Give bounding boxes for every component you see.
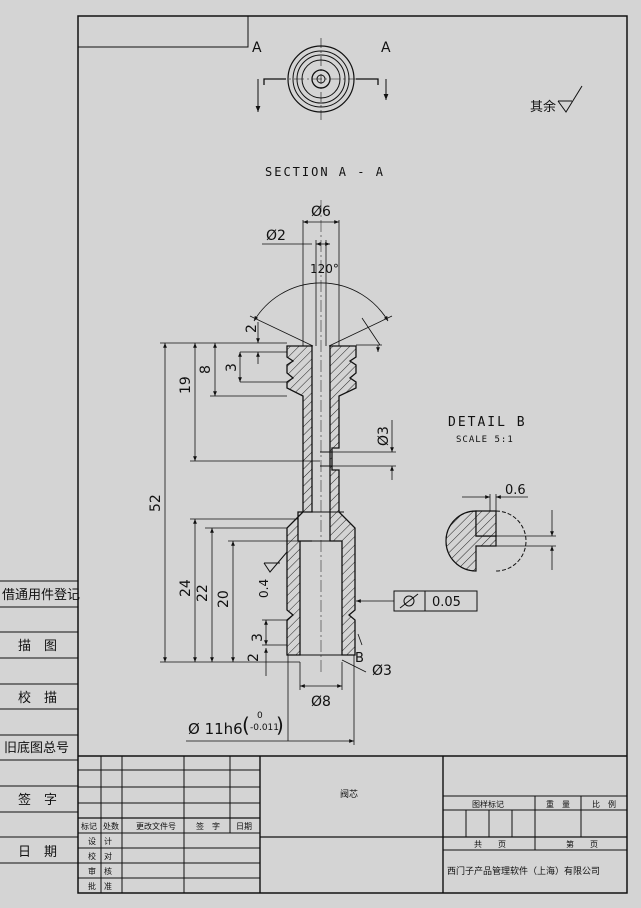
role-3: 批 准 bbox=[88, 881, 112, 891]
header-4: 日期 bbox=[236, 822, 252, 831]
detail-view bbox=[445, 494, 556, 572]
strip-item-1: 描 图 bbox=[18, 639, 57, 654]
header-0: 标记 bbox=[81, 821, 97, 831]
surface-note: 其余 bbox=[530, 99, 556, 115]
strip-item-0: 借通用件登记 bbox=[2, 588, 80, 603]
section-title: SECTION A - A bbox=[265, 165, 385, 179]
detail-ref: B bbox=[355, 651, 364, 666]
strip-item-2: 校 描 bbox=[18, 690, 57, 706]
tol-bracket-open: ( bbox=[242, 713, 250, 737]
weight-label: 重 量 bbox=[546, 799, 570, 809]
roughness-icon bbox=[557, 85, 583, 113]
tol-upper: 0 bbox=[257, 711, 263, 721]
gdt-frame bbox=[393, 590, 478, 612]
dim-8: 8 bbox=[198, 365, 214, 374]
left-dims bbox=[160, 322, 320, 676]
dim-24: 24 bbox=[178, 579, 194, 597]
dim-2-low: 2 bbox=[246, 653, 262, 662]
role-1: 校 对 bbox=[88, 851, 112, 861]
dim-3-low: 3 bbox=[250, 633, 266, 642]
section-label-right: A bbox=[381, 40, 391, 56]
role-2: 审 核 bbox=[88, 866, 112, 876]
header-2: 更改文件号 bbox=[136, 821, 176, 831]
dim-52: 52 bbox=[148, 494, 164, 512]
company-name: 西门子产品管理软件（上海）有限公司 bbox=[447, 865, 600, 877]
detail-scale: SCALE 5:1 bbox=[456, 435, 514, 445]
top-dims bbox=[262, 220, 340, 346]
dim-22: 22 bbox=[195, 584, 211, 602]
angle-dim bbox=[249, 282, 393, 347]
header-3: 签 字 bbox=[196, 821, 220, 831]
title-block bbox=[78, 755, 627, 893]
dim-d11: Ø 11h6 bbox=[188, 720, 243, 738]
dim-20: 20 bbox=[216, 590, 232, 608]
role-0: 设 计 bbox=[88, 836, 112, 846]
header-1: 处数 bbox=[103, 821, 119, 831]
dim-d2: Ø2 bbox=[266, 228, 286, 244]
left-strip bbox=[0, 580, 78, 864]
dim-d6: Ø6 bbox=[311, 204, 331, 220]
roughness-04-icon bbox=[263, 551, 288, 573]
detail-dim-06: 0.6 bbox=[505, 483, 526, 498]
stage-label: 图样标记 bbox=[472, 799, 504, 809]
tol-lower: -0.011 bbox=[250, 723, 279, 733]
part-name: 阀芯 bbox=[340, 788, 358, 800]
total-pages: 共 页 bbox=[474, 840, 506, 849]
strip-item-4: 签 字 bbox=[18, 792, 57, 808]
dim-d3-right: Ø3 bbox=[376, 426, 392, 446]
strip-item-5: 日 期 bbox=[18, 845, 57, 860]
strip-item-3: 旧底图总号 bbox=[4, 740, 69, 756]
scale-label: 比 例 bbox=[592, 799, 616, 809]
top-left-box bbox=[77, 15, 249, 48]
angle-label: 120° bbox=[310, 262, 339, 276]
part-section bbox=[286, 200, 357, 675]
page-no: 第 页 bbox=[566, 839, 598, 849]
sheet-border bbox=[77, 15, 628, 894]
dim-19: 19 bbox=[178, 376, 194, 394]
tol-bracket-close: ) bbox=[276, 713, 284, 737]
dim-3: 3 bbox=[224, 363, 240, 372]
dim-d8: Ø8 bbox=[311, 694, 331, 710]
dim-2-top: 2 bbox=[244, 324, 260, 333]
dim-d3-bottom: Ø3 bbox=[372, 663, 392, 679]
right-dims bbox=[186, 317, 396, 745]
top-view bbox=[255, 38, 389, 120]
dim-04: 0.4 bbox=[257, 579, 271, 598]
detail-title: DETAIL B bbox=[448, 415, 527, 430]
section-label-left: A bbox=[252, 40, 262, 56]
gdt-value: 0.05 bbox=[432, 595, 461, 610]
